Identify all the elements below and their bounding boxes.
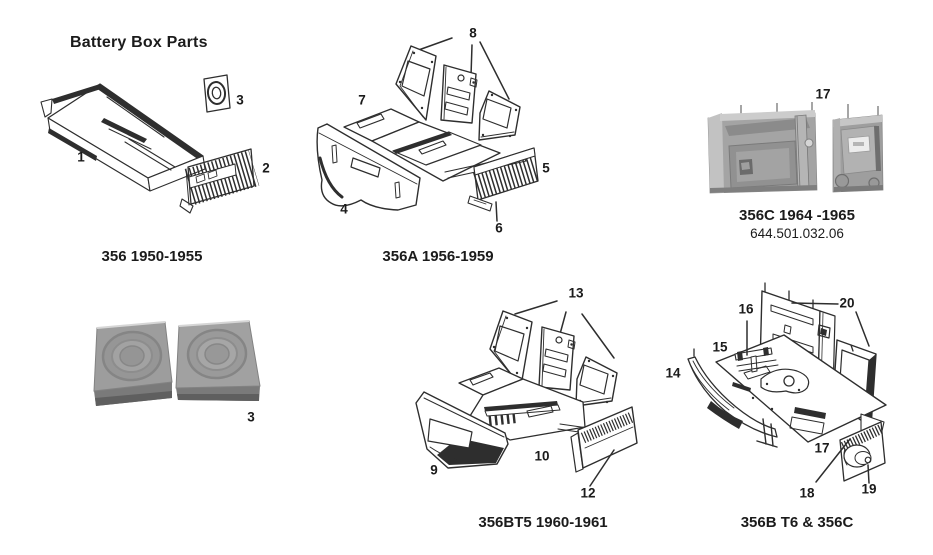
part-17-18-19-support-bracket [815,413,886,484]
figure-356bt5-1960-1961 [415,300,638,487]
part-4-front-panel [316,123,421,211]
callout-4: 4 [340,201,348,217]
callout-8: 8 [469,25,477,41]
part-13-side-panel-right [575,356,618,407]
page-title: Battery Box Parts [70,33,208,51]
callout-5: 5 [542,160,550,176]
callout-20: 20 [839,295,855,311]
callout-17-356c: 17 [815,86,831,102]
part-13-side-panel-left [489,310,533,387]
figure-356c-1964-1965 [707,102,884,194]
callout-18: 18 [799,485,815,501]
callout-1: 1 [77,149,85,165]
caption-356a-1956-1959: 356A 1956-1959 [382,248,494,265]
photo-battery-lid-right [175,320,261,401]
callout-3: 3 [236,92,244,108]
figure-356a-1956-1959 [316,37,540,222]
part-16-clamp-bar [734,320,779,373]
callout-19: 19 [861,481,877,497]
part-1-battery-box-floor [40,83,206,192]
callout-16: 16 [738,301,754,317]
photo-side-panel-right [832,104,884,193]
caption-356bt5-1960-1961: 356BT5 1960-1961 [478,514,608,531]
part-15-floor-pan [715,334,887,443]
part-12-side-panel [570,406,638,487]
callout-12: 12 [580,485,596,501]
figure-356-1950-1955 [40,74,260,214]
callout-10: 10 [534,448,550,464]
part-14-sill-panel [687,348,778,448]
callout-6: 6 [495,220,503,236]
photo-side-panel-left [707,102,818,194]
callout-13: 13 [568,285,584,301]
part-2-vent-grille [179,148,260,214]
part-8-side-panel-middle [440,64,478,124]
caption-356c-1964-1965: 356C 1964 -1965 [739,207,855,224]
callout-13-leader-lines [514,300,615,359]
callout-17-356b: 17 [814,440,830,456]
part-8-side-panel-right [478,90,521,141]
part-13-side-panel-middle [538,326,576,391]
figure-356b-t6-and-356c [687,282,887,484]
photo-battery-lid-left [93,321,173,406]
caption-356-1950-1955: 356 1950-1955 [101,248,203,265]
part-3-cover-plate [203,74,231,113]
callout-3-lids: 3 [247,409,255,425]
figure-battery-lids [93,320,261,406]
part-10-floor-pan [458,367,610,441]
part-number-356c: 644.501.032.06 [750,226,844,241]
callout-14: 14 [665,365,681,381]
callout-2: 2 [262,160,270,176]
part-8-side-panel-left [395,45,437,121]
callout-20-leader-lines [791,302,870,347]
part-9-front-panel [415,391,509,469]
part-5-6-grille [467,147,540,222]
callout-9: 9 [430,462,438,478]
callout-7: 7 [358,92,366,108]
callout-15: 15 [712,339,728,355]
caption-356b-t6-356c: 356B T6 & 356C [740,514,854,531]
